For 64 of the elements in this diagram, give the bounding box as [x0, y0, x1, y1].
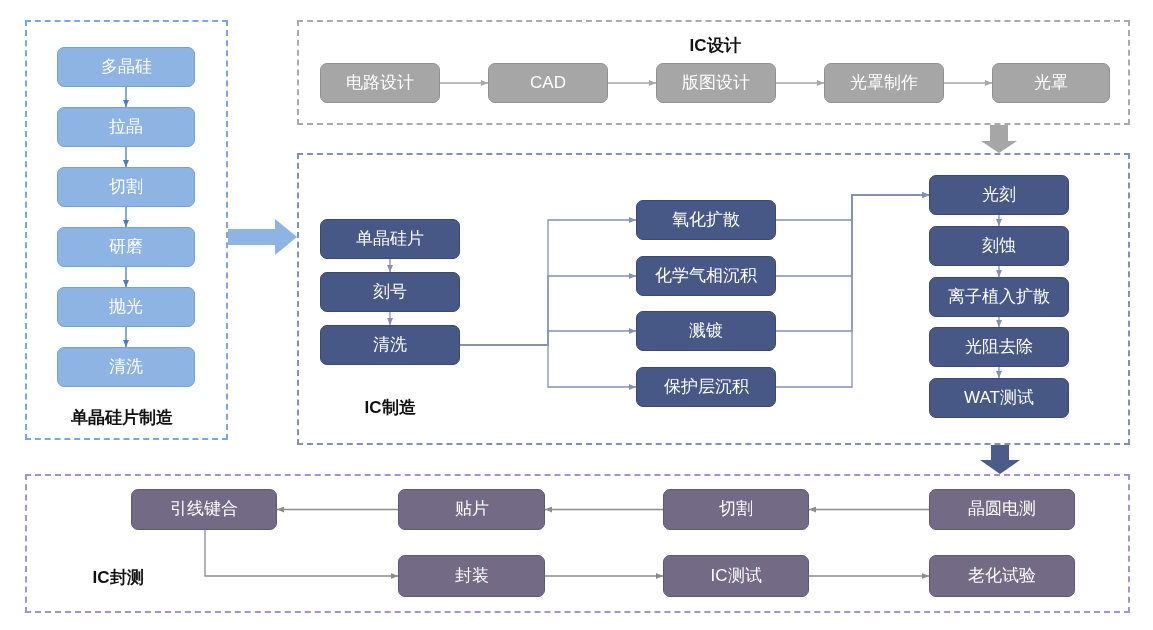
arrow	[123, 266, 129, 288]
arrow	[439, 80, 489, 86]
arrow	[387, 258, 393, 273]
block-arrow	[980, 445, 1020, 474]
arrow	[123, 206, 129, 228]
process-box: 抛光	[57, 287, 195, 327]
arrow	[387, 311, 393, 326]
process-box: 切割	[57, 167, 195, 207]
dashed-frame	[25, 20, 228, 440]
arrow	[607, 80, 657, 86]
group-heading: IC封测	[92, 568, 144, 588]
process-box: 刻号	[320, 272, 460, 312]
arrow	[123, 146, 129, 168]
process-box: 封装	[398, 555, 545, 597]
process-box: 晶圆电测	[929, 489, 1075, 530]
process-box: 氧化扩散	[636, 200, 776, 240]
process-box: 多晶硅	[57, 47, 195, 87]
arrow	[459, 344, 637, 390]
arrow	[943, 80, 993, 86]
arrow	[775, 80, 825, 86]
arrow	[204, 529, 399, 579]
group-heading: IC设计	[689, 36, 741, 56]
arrow	[996, 265, 1002, 278]
process-box: 切割	[663, 489, 809, 530]
arrow	[775, 192, 930, 388]
process-box: 光阻去除	[929, 327, 1069, 367]
dashed-frame	[297, 20, 1130, 125]
group-heading: IC制造	[364, 398, 416, 418]
process-box: 拉晶	[57, 107, 195, 147]
process-box: 化学气相沉积	[636, 256, 776, 296]
dashed-frame	[25, 474, 1130, 613]
arrow	[123, 326, 129, 348]
process-box: IC测试	[663, 555, 809, 597]
arrow	[123, 86, 129, 108]
block-arrow	[228, 219, 297, 255]
process-box: 清洗	[57, 347, 195, 387]
group-heading: 单晶硅片制造	[71, 408, 173, 428]
process-box: 光罩制作	[824, 63, 944, 103]
process-box: 光刻	[929, 175, 1069, 215]
process-box: 研磨	[57, 227, 195, 267]
arrow	[808, 506, 930, 513]
arrow	[276, 506, 399, 513]
process-box: WAT测试	[929, 378, 1069, 418]
process-box: 引线键合	[131, 489, 277, 530]
arrow	[544, 506, 664, 513]
process-box: 清洗	[320, 325, 460, 365]
process-box: 电路设计	[320, 63, 440, 103]
process-box: 版图设计	[656, 63, 776, 103]
block-arrow	[981, 125, 1017, 153]
process-box: 刻蚀	[929, 226, 1069, 266]
process-box: 单晶硅片	[320, 219, 460, 259]
arrow	[996, 214, 1002, 227]
process-box: CAD	[488, 63, 608, 103]
arrow	[808, 573, 930, 579]
process-box: 贴片	[398, 489, 545, 530]
process-box: 保护层沉积	[636, 367, 776, 407]
process-box: 光罩	[992, 63, 1110, 103]
process-box: 老化试验	[929, 555, 1075, 597]
arrow	[996, 316, 1002, 328]
process-box: 溅镀	[636, 311, 776, 351]
dashed-frame	[297, 153, 1130, 445]
arrow	[544, 573, 664, 579]
process-box: 离子植入扩散	[929, 277, 1069, 317]
arrow	[996, 366, 1002, 379]
